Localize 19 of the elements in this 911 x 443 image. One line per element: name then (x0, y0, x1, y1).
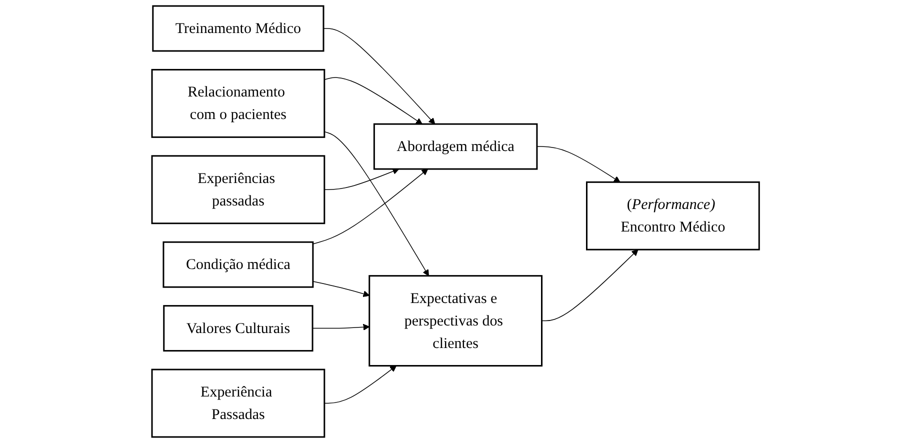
node-box: Condição médica (162, 241, 314, 288)
arrow (324, 77, 422, 124)
arrow (541, 249, 638, 322)
node-box: Experiência Passadas (151, 368, 326, 438)
arrow (312, 168, 428, 244)
node-box: Expectativas e perspectivas dos clientes (368, 275, 542, 367)
node-box: Valores Culturais (163, 305, 314, 352)
node-box: (Performance) Encontro Médico (586, 181, 760, 250)
arrow (312, 280, 370, 298)
arrow (536, 146, 620, 182)
arrow (324, 168, 400, 190)
arrow (312, 324, 370, 330)
node-box: Experiências passadas (151, 155, 326, 224)
arrow (324, 131, 429, 276)
node-box: Abordagem médica (373, 123, 538, 170)
node-box: Relacionamento com o pacientes (151, 68, 326, 138)
arrow (323, 28, 436, 124)
node-box: Treinamento Médico (152, 5, 324, 52)
arrow (324, 365, 396, 404)
